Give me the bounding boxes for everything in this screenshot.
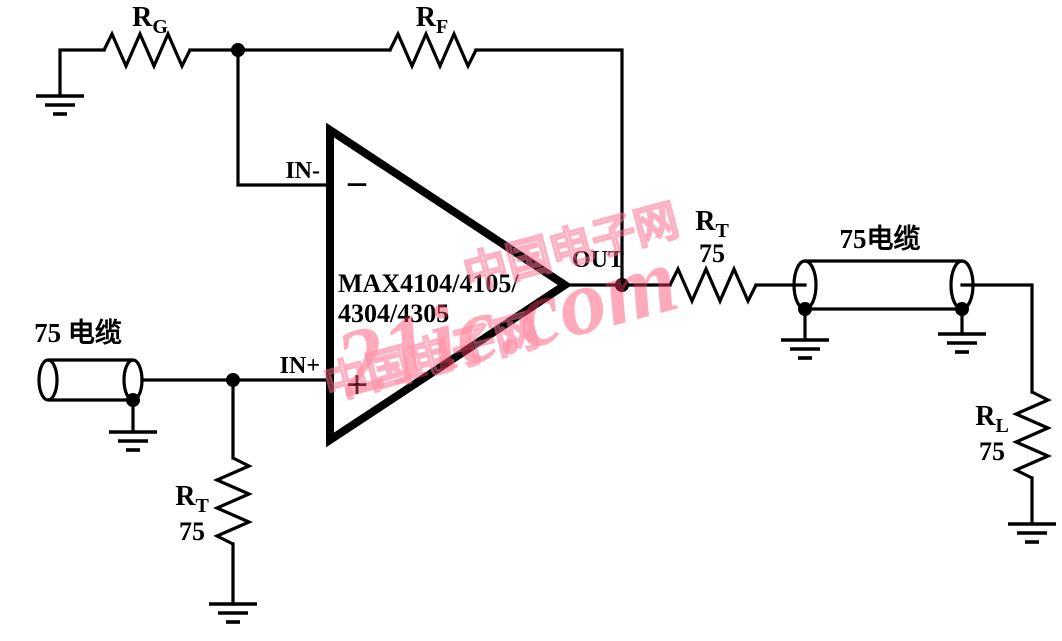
junction-dots <box>126 43 969 407</box>
label-input-cable: 75 电缆 <box>34 318 122 348</box>
ground-symbol-rl <box>1006 522 1058 544</box>
ground-symbol-output-cable-right <box>936 332 988 354</box>
label-rg: RG <box>132 2 168 38</box>
junction-dot <box>798 302 812 316</box>
label-in-minus: IN- <box>285 158 320 184</box>
label-out: OUT <box>572 247 624 273</box>
junction-dot <box>126 393 140 407</box>
ground-symbol-rt-input <box>207 602 259 624</box>
label-in-plus: IN+ <box>280 353 320 379</box>
junction-dot <box>615 278 629 292</box>
value-rl: 75 <box>979 437 1005 466</box>
label-output-cable: 75电缆 <box>840 224 921 254</box>
opamp-part-number-line1: MAX4104/4105/ <box>338 269 519 298</box>
junction-dot <box>955 302 969 316</box>
junction-dot <box>226 373 240 387</box>
ground-symbol-input-cable <box>107 430 159 452</box>
resistor-rf <box>388 32 478 68</box>
value-rt-output: 75 <box>699 239 725 268</box>
output-cable-symbol <box>792 259 975 311</box>
ground-symbol-rg <box>34 94 86 116</box>
label-rt-input: RT <box>175 481 209 517</box>
resistor-rg <box>102 32 192 68</box>
value-rt-input: 75 <box>179 517 205 546</box>
ground-symbol-output-cable-left <box>779 338 831 360</box>
resistor-rl <box>1014 390 1050 480</box>
label-rl: RL <box>975 401 1009 437</box>
resistor-rt-input <box>215 456 251 546</box>
opamp-part-number-line2: 4304/4305 <box>338 299 449 328</box>
opamp-triangle <box>326 122 573 448</box>
label-rf: RF <box>416 2 448 38</box>
input-cable-symbol <box>37 358 144 402</box>
label-rt-output: RT <box>695 206 729 242</box>
resistor-rt-output <box>668 267 758 303</box>
opamp-minus-sign: − <box>346 162 369 207</box>
junction-dot <box>231 43 245 57</box>
opamp-plus-sign: + <box>346 362 369 407</box>
